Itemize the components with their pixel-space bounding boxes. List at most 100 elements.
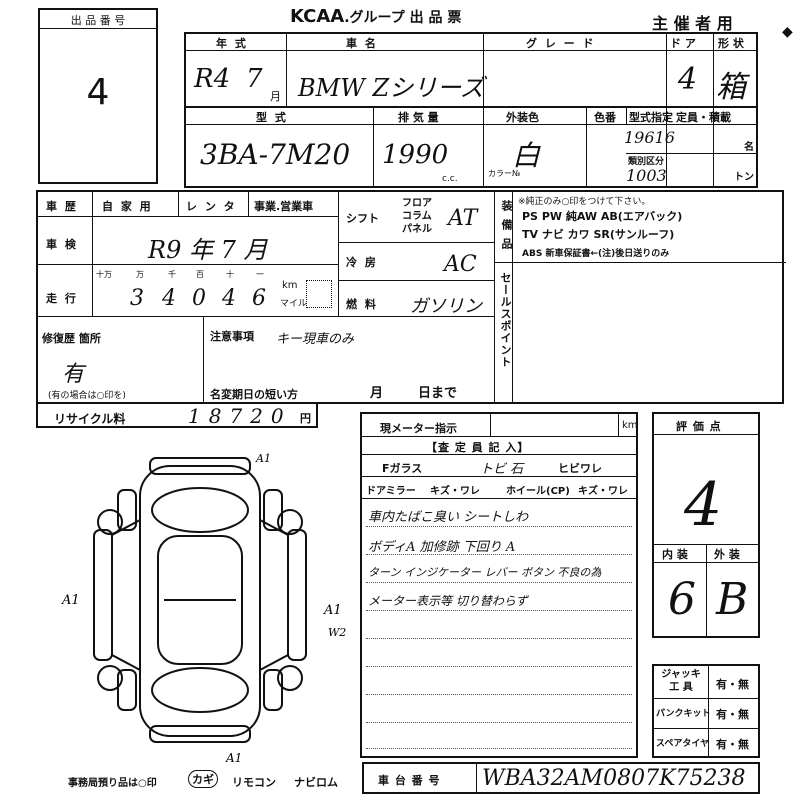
doors-value: 4 <box>678 62 698 97</box>
mileage-mile-label: マイル <box>280 299 308 309</box>
diagram-mark-bottom: A1 <box>225 751 242 765</box>
model-spec-value: 19616 <box>624 128 675 147</box>
repair-history-value: 有 <box>62 362 85 387</box>
inspector-note-3: ターン インジケーター レバー ボタン 不良の為 <box>368 566 602 579</box>
ac-value: AC <box>444 252 477 277</box>
mileage-digit-label-6: 一 <box>256 270 264 279</box>
fuel-value: ガソリン <box>410 296 482 317</box>
form-title-suffix: .グループ 出 品 票 <box>344 10 462 26</box>
class-label: 類別区分 <box>628 157 665 167</box>
displacement-unit: c.c. <box>442 174 458 184</box>
footer-note: 事務局預り品は○印 <box>68 778 157 789</box>
lot-number-box: 出 品 番 号 4 <box>38 8 158 184</box>
month-unit: 月 <box>270 90 281 103</box>
grade-label: グ レ ー ド <box>526 37 596 50</box>
equipment-line-3: ABS 新車保証書←(注)後日送りのみ <box>522 249 670 259</box>
inspector-note-1: 車内たばこ臭い シートしわ <box>368 510 529 525</box>
shaken-label: 車 検 <box>46 238 78 251</box>
fuel-label: 燃 料 <box>346 298 378 311</box>
glass-label: Fガラス <box>382 462 423 475</box>
doors-label: ド ア <box>670 37 696 50</box>
score-value: 4 <box>684 470 723 540</box>
diagram-mark-top: A1 <box>255 452 271 465</box>
spare-tire-value: 有・無 <box>716 738 749 751</box>
color-code-label: カラー№ <box>488 169 521 178</box>
wheel-label: ホイール(CP) <box>506 486 570 497</box>
shaken-value: R9 年 7 月 <box>148 236 268 264</box>
mirror-label: ドアミラー <box>366 486 416 497</box>
mileage-digit-label-3: 千 <box>168 270 176 279</box>
chassis-value: WBA32AM0807K75238 <box>482 766 746 791</box>
mileage-digit-3: 4 <box>162 286 176 311</box>
spare-tire-label: スペアタイヤ <box>656 739 710 749</box>
chassis-box: 車 台 番 号 WBA32AM0807K75238 <box>362 762 760 794</box>
capacity-unit-tons: トン <box>734 172 754 183</box>
lot-number-header: 出 品 番 号 <box>70 14 126 27</box>
equipment-line-1: PS PW 純AW AB(エアバック) <box>522 210 683 223</box>
capacity-unit-persons: 名 <box>744 142 754 153</box>
jack-label: ジャッキ 工 具 <box>661 669 701 693</box>
mileage-digit-label-5: 十 <box>226 270 234 279</box>
shift-panel: パネル <box>402 224 432 235</box>
history-private: 自 家 用 <box>102 200 153 213</box>
footer-key-text: カギ <box>192 773 214 786</box>
chassis-label: 車 台 番 号 <box>378 774 441 787</box>
condition-block: 車 歴 自 家 用 レ ン タ 事業.営業車 車 検 R9 年 7 月 走 行 … <box>36 190 786 404</box>
footer-key: カギ <box>188 770 218 788</box>
form-title: KCAA.グループ 出 品 票 <box>290 6 461 27</box>
recycle-fee-label: リサイクル料 <box>54 412 126 426</box>
rename-month: 月 <box>370 386 386 401</box>
class-value: 1003 <box>626 166 667 185</box>
mileage-digit-label-4: 百 <box>196 270 204 279</box>
diagram-mark-w2: W2 <box>328 626 346 639</box>
interior-label: 内 装 <box>662 548 688 561</box>
exterior-label: 外 装 <box>714 548 740 561</box>
inspector-note-2: ボディA 加修跡 下回り A <box>368 540 516 555</box>
month-value: 7 <box>246 64 263 94</box>
front-right-wheel <box>263 489 283 531</box>
score-panel: 評 価 点 4 内 装 外 装 6 B <box>652 412 760 638</box>
history-rental: レ ン タ <box>186 200 237 213</box>
inspector-note-4: メーター表示等 切り替わらず <box>368 594 528 608</box>
roof <box>157 535 243 665</box>
vehicle-info-row1: 年 式 車 名 グ レ ー ド ド ア 形 状 R4 7 月 BMW Zシリーズ… <box>184 32 758 108</box>
rear-right-wheel <box>263 669 283 711</box>
exterior-value: B <box>716 574 749 625</box>
caution-label: 注意事項 <box>210 330 254 343</box>
puncture-kit-value: 有・無 <box>716 708 749 721</box>
model-label: 車 名 <box>346 37 378 50</box>
shape-value: 箱 <box>716 70 746 105</box>
mileage-label: 走 行 <box>46 292 78 305</box>
shape-label: 形 状 <box>718 37 744 50</box>
model-spec-label: 型式指定 <box>629 111 673 124</box>
year-value: R4 <box>194 64 231 94</box>
inspector-panel: 現メーター指示 km 【査 定 員 記 入】 Fガラス トビ 石 ヒビワレ ドア… <box>360 412 638 758</box>
recycle-fee-unit: 円 <box>300 412 311 425</box>
color-value: 白 <box>512 139 541 172</box>
tools-panel: ジャッキ 工 具 有・無 パンクキット 有・無 スペアタイヤ 有・無 <box>652 664 760 758</box>
windshield <box>151 487 249 533</box>
capacity-label: 定員・積載 <box>676 111 731 124</box>
equipment-label: 装備品 <box>500 200 513 257</box>
shift-label: シフト <box>346 212 379 225</box>
rear-left-wheel <box>117 669 137 711</box>
mileage-digit-2: 3 <box>130 286 144 311</box>
corner-mark: ◆ <box>782 24 793 40</box>
puncture-kit-label: パンクキット <box>656 709 711 719</box>
jack-value: 有・無 <box>716 678 749 691</box>
inspector-title: 【査 定 員 記 入】 <box>426 441 530 454</box>
ac-label: 冷 房 <box>346 256 378 269</box>
diagram-mark-left: A1 <box>61 593 80 608</box>
rename-deadline-label: 名変期日の短い方 <box>210 388 298 401</box>
shift-column: コラム <box>402 211 432 222</box>
mileage-digit-4: 0 <box>192 286 206 311</box>
model-value: BMW Zシリーズ <box>298 74 484 102</box>
glass-options: トビ 石 <box>480 462 524 477</box>
footer-navi-rom: ナビロム <box>294 776 338 789</box>
vehicle-info-row2: 型 式 排 気 量 外装色 色番 型式指定 定員・積載 3BA-7M20 199… <box>184 106 758 188</box>
displacement-label: 排 気 量 <box>398 111 439 124</box>
shift-floor: フロア <box>402 198 432 209</box>
recycle-fee-value: 18720 <box>188 404 292 428</box>
year-label: 年 式 <box>216 37 248 50</box>
car-body-outline <box>139 465 261 737</box>
